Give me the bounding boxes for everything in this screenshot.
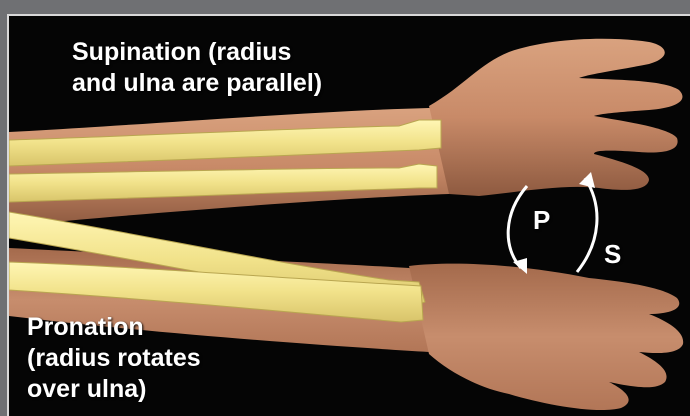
supination-label-line2: and ulna are parallel) <box>72 68 322 99</box>
upper-hand <box>429 39 682 196</box>
lower-hand <box>409 264 683 410</box>
supination-arrow <box>577 178 597 272</box>
pronation-label-line3: over ulna) <box>27 374 201 405</box>
supination-arrow-label: S <box>604 239 621 270</box>
pronation-arrow <box>508 186 527 268</box>
supination-label: Supination (radius and ulna are parallel… <box>72 37 322 99</box>
pronation-arrow-label: P <box>533 205 550 236</box>
supination-label-line1: Supination (radius <box>72 37 322 68</box>
pronation-label-line1: Pronation <box>27 312 201 343</box>
pronation-label: Pronation (radius rotates over ulna) <box>27 312 201 405</box>
forearm-illustration: Supination (radius and ulna are parallel… <box>7 14 690 416</box>
upper-forearm <box>9 108 454 226</box>
pronation-label-line2: (radius rotates <box>27 343 201 374</box>
